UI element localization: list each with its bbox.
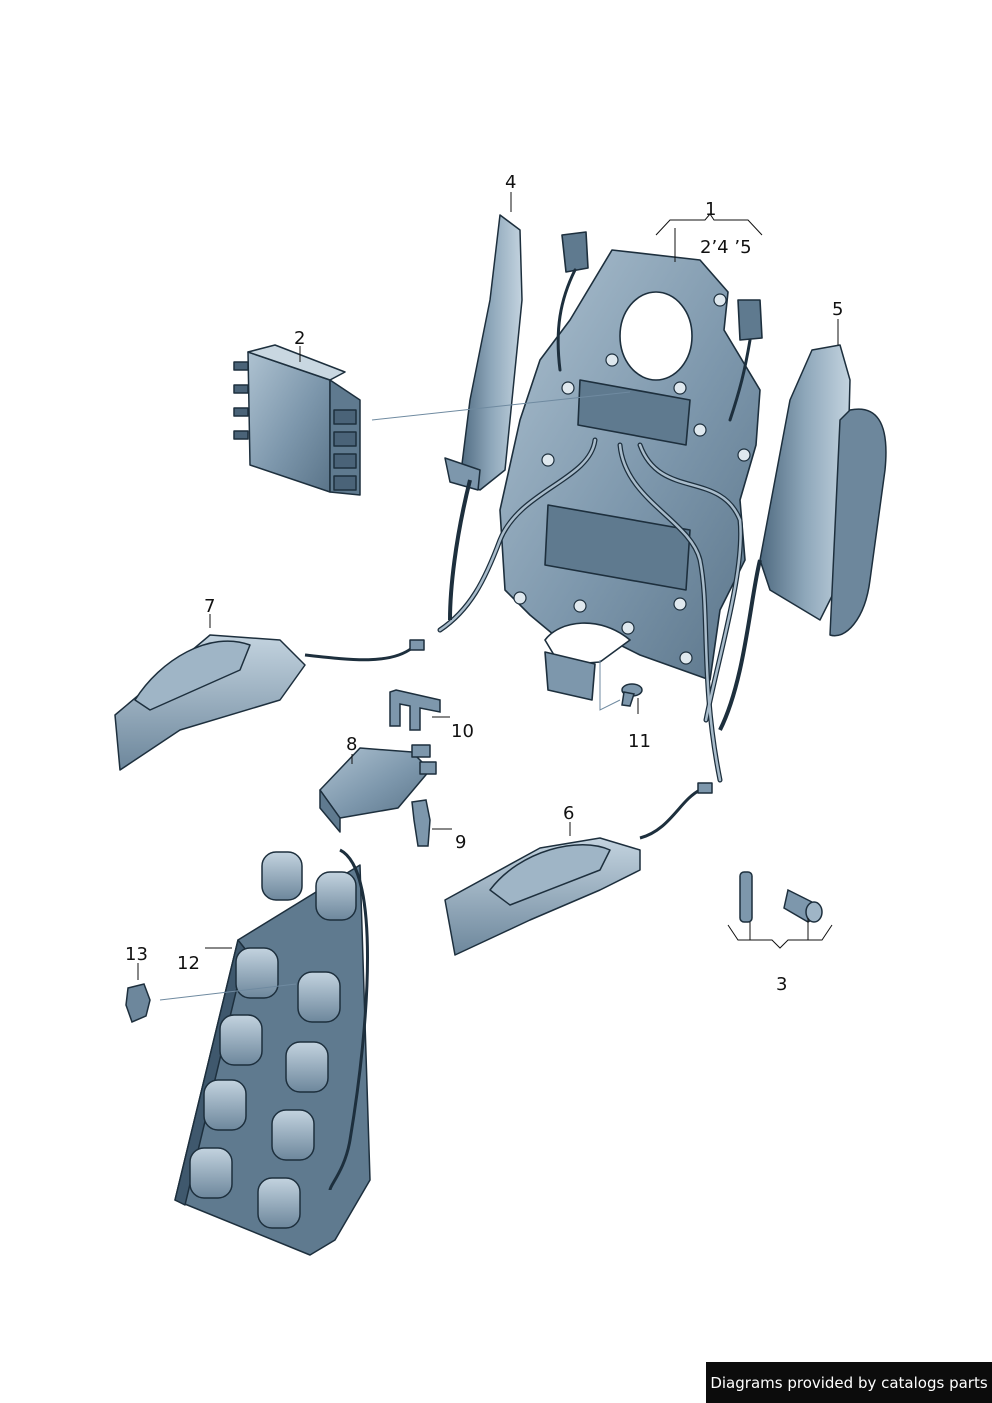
- callout-6: 6: [563, 803, 575, 824]
- callout-4: 4: [505, 172, 517, 193]
- clip-9: [411, 799, 431, 847]
- callout-12: 12: [177, 953, 200, 974]
- assembly-dash-lines: [159, 391, 631, 1001]
- callout-8: 8: [346, 734, 358, 755]
- plug-13: [125, 983, 151, 1024]
- lumbar-support-mat: [174, 848, 371, 1256]
- callout-5: 5: [832, 299, 844, 320]
- leader-lines: [137, 192, 839, 980]
- left-side-rail: [444, 214, 523, 621]
- callout-9: 9: [455, 832, 467, 853]
- fastener-set-3: [739, 871, 823, 923]
- callout-13: 13: [125, 944, 148, 965]
- adjuster-pump: [319, 744, 437, 833]
- bracket-10: [389, 689, 441, 731]
- callout-7: 7: [204, 596, 216, 617]
- callout-11: 11: [628, 731, 651, 752]
- lumbar-bolster-left: [114, 634, 425, 771]
- control-module: [233, 344, 361, 496]
- callout-2: 2: [294, 328, 306, 349]
- callout-1-subitems: 2’4 ’5: [700, 237, 752, 258]
- callout-3: 3: [776, 974, 788, 995]
- callout-10: 10: [451, 721, 474, 742]
- credit-banner: Diagrams provided by catalogs parts: [706, 1362, 992, 1403]
- lumbar-bolster-right: [444, 782, 713, 956]
- backrest-frame: [437, 231, 763, 783]
- right-side-panel: [718, 344, 887, 731]
- callout-1: 1: [705, 199, 717, 220]
- screw-11: [621, 683, 643, 707]
